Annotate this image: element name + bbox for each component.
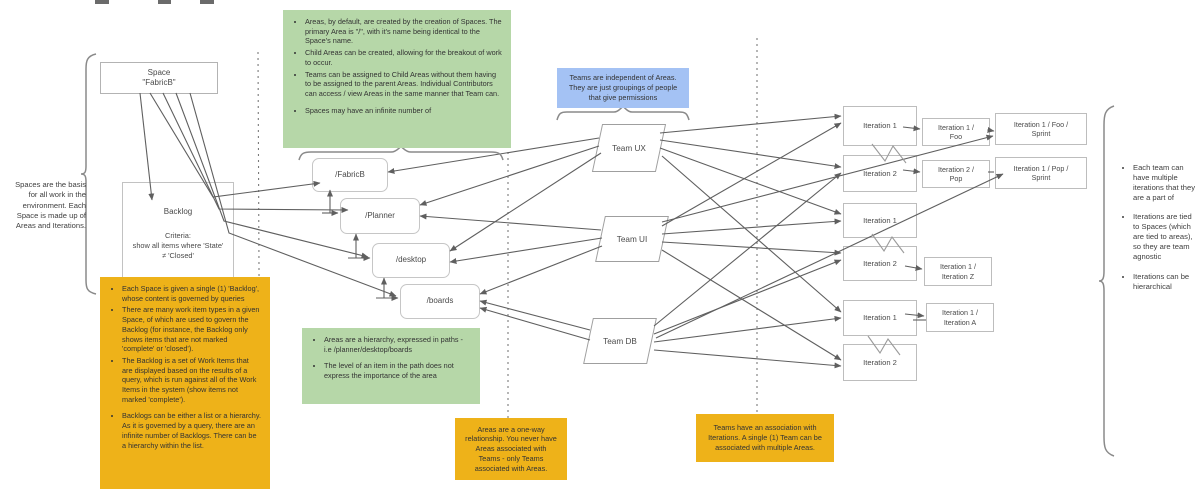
note-teams-independent-text: Teams are independent of Areas. They are…: [568, 73, 678, 102]
backlog-title: Backlog: [163, 207, 193, 216]
iteration-path-node-a[interactable]: Iteration 1 / Iteration A: [926, 303, 994, 332]
cutoff-shape: [158, 0, 171, 4]
annotation-iterations: Each team can have multiple iterations t…: [1122, 163, 1198, 301]
left-brace: [80, 53, 97, 295]
green-note-brace: [298, 146, 504, 161]
note-areas-one-way-text: Areas are a one-way relationship. You ne…: [465, 424, 557, 473]
team-ui-label: Team UI: [616, 234, 648, 244]
team-node-db[interactable]: Team DB: [583, 318, 657, 364]
note-bullet: The Backlog is a set of Work Items that …: [122, 356, 261, 405]
note-bullet: Iterations are tied to Spaces (which are…: [1133, 212, 1198, 261]
note-teams-iterations[interactable]: Teams have an association with Iteration…: [696, 414, 834, 462]
backlog-node[interactable]: Backlog Criteria: show all items where '…: [122, 182, 234, 298]
note-teams-iterations-text: Teams have an association with Iteration…: [708, 423, 822, 452]
backlog-criteria: Criteria: show all items where 'State' ≠…: [132, 231, 224, 260]
note-areas-default-list: Areas, by default, are created by the cr…: [292, 17, 502, 115]
iteration-path-node-z[interactable]: Iteration 1 / Iteration Z: [924, 257, 992, 286]
iteration-node-g3-1[interactable]: Iteration 1: [843, 300, 917, 336]
note-areas-hierarchy-list: Areas are a hierarchy, expressed in path…: [311, 335, 471, 381]
team-db-label: Team DB: [603, 336, 637, 346]
note-bullet: The level of an item in the path does no…: [324, 361, 471, 380]
area-node-boards[interactable]: /boards: [400, 284, 480, 319]
area-node-fabricb[interactable]: /FabricB: [312, 158, 388, 192]
iteration-node-g2-1[interactable]: Iteration 1: [843, 203, 917, 238]
note-bullet: Child Areas can be created, allowing for…: [305, 48, 502, 67]
note-areas-one-way[interactable]: Areas are a one-way relationship. You ne…: [455, 418, 567, 480]
note-bullet: Spaces may have an infinite number of: [305, 106, 502, 116]
space-node[interactable]: Space "FabricB": [100, 62, 218, 94]
cutoff-shape: [95, 0, 109, 4]
iteration-node-g3-2[interactable]: Iteration 2: [843, 344, 917, 381]
cutoff-shape: [200, 0, 214, 4]
area-node-desktop[interactable]: /desktop: [372, 243, 450, 278]
note-backlog-rules-list: Each Space is given a single (1) 'Backlo…: [109, 284, 261, 450]
iteration-node-g2-2[interactable]: Iteration 2: [843, 246, 917, 281]
note-bullet: Backlogs can be either a list or a hiera…: [122, 411, 261, 450]
note-bullet: There are many work item types in a give…: [122, 305, 261, 354]
note-backlog-rules[interactable]: Each Space is given a single (1) 'Backlo…: [100, 277, 270, 489]
team-ux-label: Team UX: [612, 143, 646, 153]
annotation-iterations-list: Each team can have multiple iterations t…: [1122, 163, 1198, 291]
iteration-sprint-node-pop[interactable]: Iteration 1 / Pop / Sprint: [995, 157, 1087, 189]
team-node-ux[interactable]: Team UX: [591, 124, 667, 172]
note-teams-independent[interactable]: Teams are independent of Areas. They are…: [557, 68, 689, 108]
note-areas-hierarchy[interactable]: Areas are a hierarchy, expressed in path…: [302, 328, 480, 404]
note-bullet: Each team can have multiple iterations t…: [1133, 163, 1198, 202]
note-bullet: Teams can be assigned to Child Areas wit…: [305, 70, 502, 99]
team-node-ui[interactable]: Team UI: [595, 216, 669, 262]
iteration-path-node-pop[interactable]: Iteration 2 / Pop: [922, 160, 990, 188]
note-bullet: Iterations can be hierarchical: [1133, 272, 1198, 292]
iteration-sprint-node-foo[interactable]: Iteration 1 / Foo / Sprint: [995, 113, 1087, 145]
note-areas-default[interactable]: Areas, by default, are created by the cr…: [283, 10, 511, 148]
area-node-planner[interactable]: /Planner: [340, 198, 420, 234]
blue-note-brace: [556, 106, 690, 121]
note-bullet: Areas are a hierarchy, expressed in path…: [324, 335, 471, 354]
note-bullet: Each Space is given a single (1) 'Backlo…: [122, 284, 261, 303]
note-bullet: Areas, by default, are created by the cr…: [305, 17, 502, 46]
annotation-spaces: Spaces are the basis for all work in the…: [15, 180, 86, 230]
right-brace: [1098, 105, 1115, 457]
